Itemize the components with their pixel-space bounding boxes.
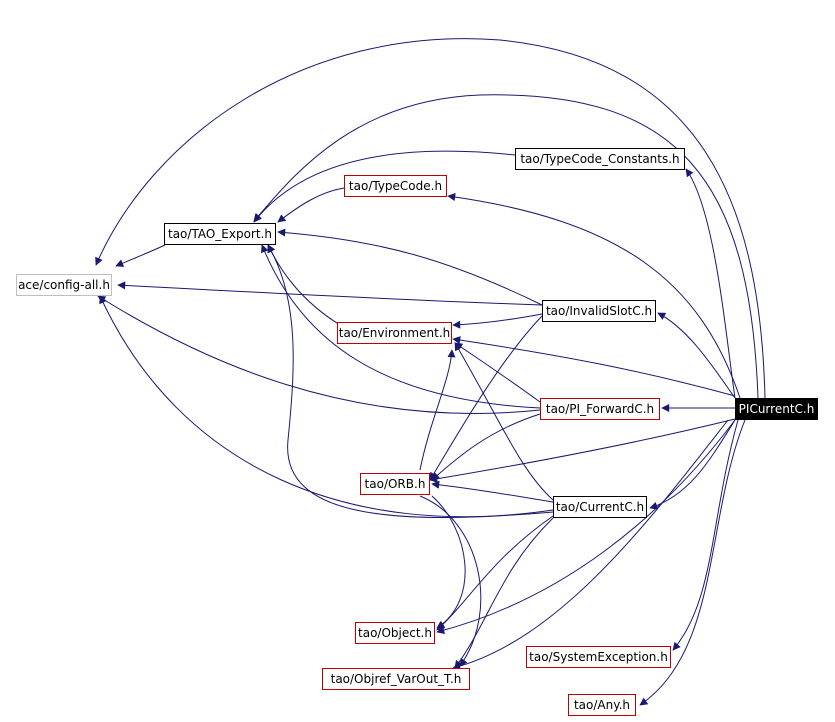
edge-invalid-slot-orb	[429, 315, 543, 481]
edge-picurrent-objref	[452, 419, 729, 671]
node-orb[interactable]: tao/ORB.h	[360, 473, 430, 495]
edge-picurrent-any	[639, 419, 746, 706]
node-pi-forwardc[interactable]: tao/PI_ForwardC.h	[540, 398, 660, 420]
node-currentc[interactable]: tao/CurrentC.h	[553, 496, 647, 518]
edge-orb-objref	[419, 495, 482, 667]
node-typecode-constants[interactable]: tao/TypeCode_Constants.h	[515, 148, 685, 170]
edge-tao-export-config	[115, 244, 166, 267]
node-object[interactable]: tao/Object.h	[355, 622, 435, 644]
edge-typecode-tao-export	[277, 187, 345, 223]
edge-pi-forward-config	[97, 295, 541, 414]
edge-currentc-config	[99, 295, 554, 518]
edge-environment-tao-export	[267, 244, 341, 326]
edge-picurrent-system-exception	[672, 419, 739, 651]
node-objref-varout[interactable]: tao/Objref_VarOut_T.h	[322, 668, 470, 690]
edge-picurrent-typecode	[447, 193, 741, 399]
edge-invalid-slot-config	[117, 281, 543, 306]
edge-picurrent-environment	[452, 336, 736, 397]
edge-pi-forward-orb	[431, 413, 541, 481]
edge-currentc-tao-export	[267, 244, 554, 518]
node-invalid-slotc[interactable]: tao/InvalidSlotC.h	[542, 300, 656, 322]
node-environment[interactable]: tao/Environment.h	[337, 322, 452, 344]
edge-picurrent-currentc	[649, 419, 736, 510]
node-ace-config-all[interactable]: ace/config-all.h	[16, 274, 112, 296]
node-tao-export[interactable]: tao/TAO_Export.h	[164, 223, 276, 245]
edge-pi-forward-tao-export	[260, 244, 541, 409]
edge-picurrent-orb	[429, 418, 736, 483]
edge-currentc-objref	[454, 517, 554, 669]
edge-picurrent-typecode-constants	[685, 168, 736, 399]
node-typecode[interactable]: tao/TypeCode.h	[344, 175, 447, 197]
edge-picurrent-tao-export-arc	[253, 94, 759, 399]
node-system-exception[interactable]: tao/SystemException.h	[526, 646, 671, 668]
edge-pi-forward-environment	[454, 342, 541, 403]
edge-currentc-environment	[454, 342, 554, 501]
node-any[interactable]: tao/Any.h	[568, 694, 636, 716]
edge-orb-environment	[419, 349, 456, 471]
edge-picurrent-config-big-arc	[95, 38, 766, 399]
edge-picurrent-invalid-slot	[657, 312, 736, 399]
edge-invalid-slot-environment	[452, 313, 543, 329]
edge-invalid-slot-tao-export	[277, 228, 543, 306]
edge-orb-object	[431, 495, 466, 629]
edge-picurrent-object	[436, 419, 736, 635]
node-picurrentc-root[interactable]: PICurrentC.h	[735, 398, 818, 420]
edge-currentc-orb	[431, 480, 554, 503]
edge-typecode-constants-tao-export	[253, 150, 516, 223]
